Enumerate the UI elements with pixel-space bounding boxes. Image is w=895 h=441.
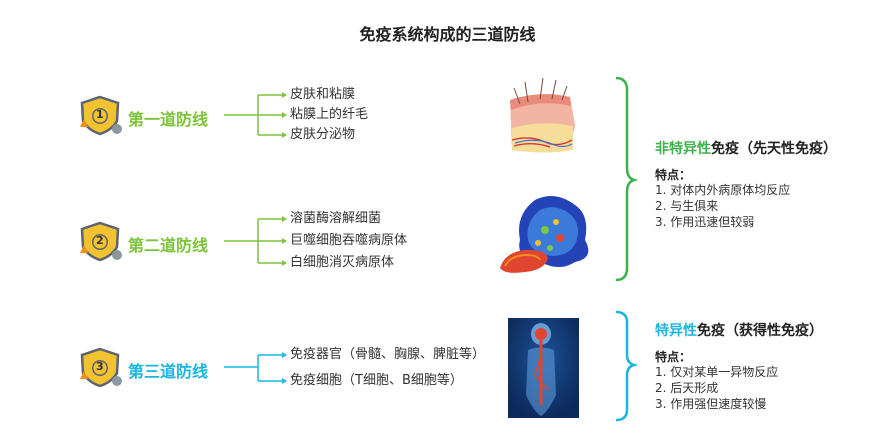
nonspecific-immunity-title: 非特异性免疫（先天性免疫） xyxy=(655,138,837,158)
badge-number-1: 1 xyxy=(96,108,104,121)
line2-arrows xyxy=(282,216,287,266)
line3-connector xyxy=(224,354,282,382)
list-item: 2. 后天形成 xyxy=(655,381,719,395)
badge-number-2: 2 xyxy=(96,234,104,247)
specific-features-title: 特点： xyxy=(655,350,692,364)
line2-connector xyxy=(224,218,282,264)
nonspecific-brace xyxy=(615,76,639,282)
list-item: 皮肤分泌物 xyxy=(290,127,356,142)
second-line-label: 第二道防线 xyxy=(128,236,209,255)
shield-icon-2 xyxy=(80,221,122,262)
line3-arrows xyxy=(282,352,287,384)
diagram-title: 免疫系统构成的三道防线 xyxy=(359,25,536,44)
list-item: 皮肤和粘膜 xyxy=(290,87,356,102)
specific-keyword: 特异性 xyxy=(655,323,697,339)
line1-arrows xyxy=(282,92,287,138)
shield-icon-3 xyxy=(80,347,122,388)
body-illustration xyxy=(508,318,579,418)
badge-number-3: 3 xyxy=(96,360,104,373)
third-line-label: 第三道防线 xyxy=(128,362,209,381)
macrophage-illustration xyxy=(500,196,589,273)
nonspecific-features-title: 特点： xyxy=(655,168,692,182)
list-item: 免疫器官（骨髓、胸腺、脾脏等） xyxy=(290,347,486,362)
nonspecific-rest: 免疫（先天性免疫） xyxy=(711,141,837,157)
shield-icon-1 xyxy=(80,95,122,136)
skin-illustration xyxy=(510,77,575,153)
list-item: 3. 作用强但速度较慢 xyxy=(655,397,767,411)
specific-brace xyxy=(615,310,639,422)
list-item: 2. 与生俱来 xyxy=(655,199,719,213)
list-item: 白细胞消灭病原体 xyxy=(290,255,395,270)
list-item: 1. 对体内外病原体均反应 xyxy=(655,183,791,197)
nonspecific-keyword: 非特异性 xyxy=(655,141,711,157)
list-item: 3. 作用迅速但较弱 xyxy=(655,215,755,229)
list-item: 溶菌酶溶解细菌 xyxy=(290,211,382,226)
line1-connector xyxy=(224,94,282,136)
specific-immunity-title: 特异性免疫（获得性免疫） xyxy=(655,320,823,340)
list-item: 免疫细胞（T细胞、B细胞等） xyxy=(290,373,463,388)
specific-rest: 免疫（获得性免疫） xyxy=(697,323,823,339)
list-item: 1. 仅对某单一异物反应 xyxy=(655,365,779,379)
list-item: 巨噬细胞吞噬病原体 xyxy=(290,233,408,248)
list-item: 粘膜上的纤毛 xyxy=(290,107,369,122)
first-line-label: 第一道防线 xyxy=(128,110,209,129)
